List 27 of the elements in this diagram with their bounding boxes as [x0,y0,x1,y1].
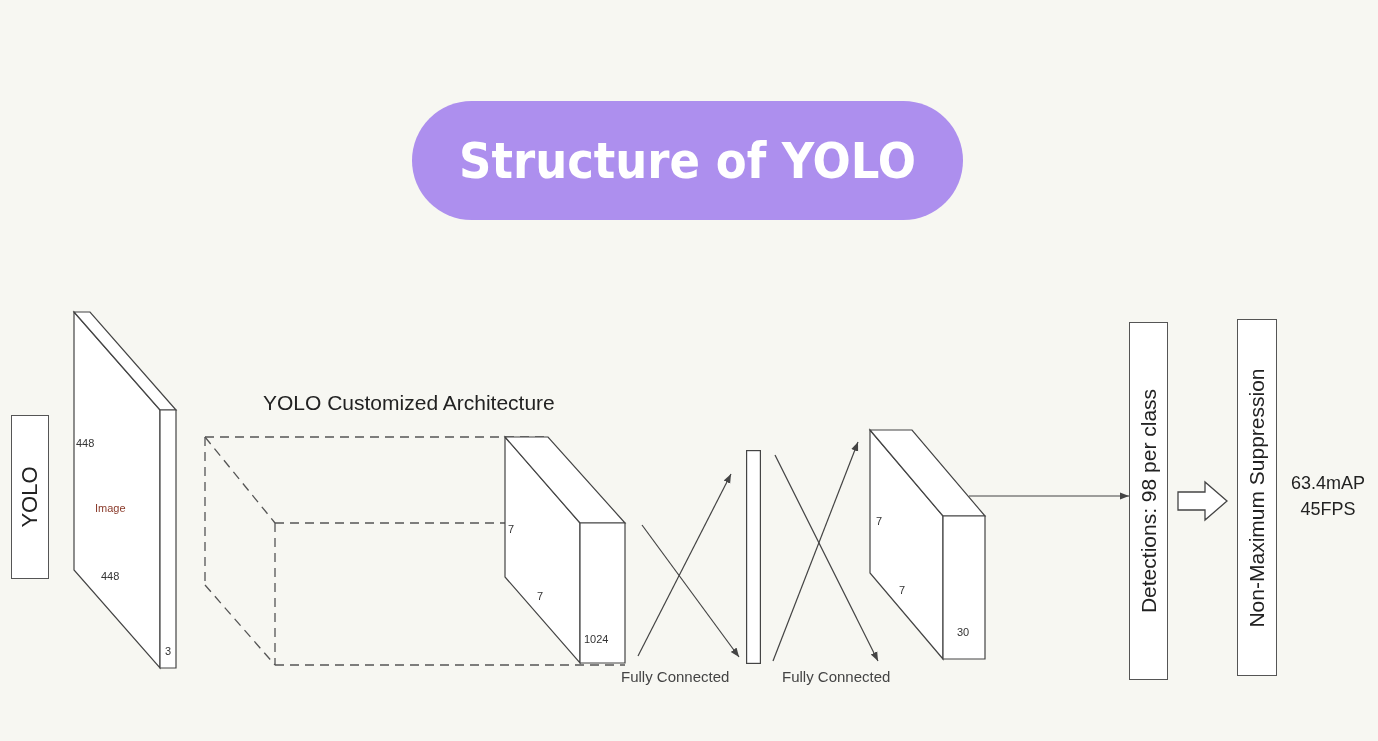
box-label: Non-Maximum Suppression [1245,367,1269,628]
dimension-label: 30 [957,627,970,638]
slab-label: Image [95,503,126,514]
title-banner: Structure of YOLO [412,101,963,220]
arrow [637,473,732,657]
arrow [968,492,1130,500]
dimension-label: 3 [165,646,172,657]
dimension-label: 448 [76,438,95,449]
dimension-label: 7 [899,585,906,596]
box-label: Detections: 98 per class [1136,388,1161,614]
arrow [772,441,859,662]
process-box [11,415,49,579]
layer-caption: Fully Connected [621,669,730,684]
box-label: YOLO [17,466,43,528]
arrow [641,524,740,658]
dimension-label: 448 [101,571,120,582]
block-arrow [1177,480,1228,522]
dimension-label: 7 [508,524,515,535]
dimension-label: 7 [876,516,883,527]
layer-caption: Fully Connected [782,669,891,684]
dimension-label: 1024 [584,634,609,645]
section-heading: YOLO Customized Architecture [263,392,555,413]
process-box [1237,319,1277,676]
arrow [774,454,879,662]
metric-note: 63.4mAP 45FPS [1289,472,1366,522]
dimension-label: 7 [537,591,544,602]
process-box [1129,322,1168,680]
